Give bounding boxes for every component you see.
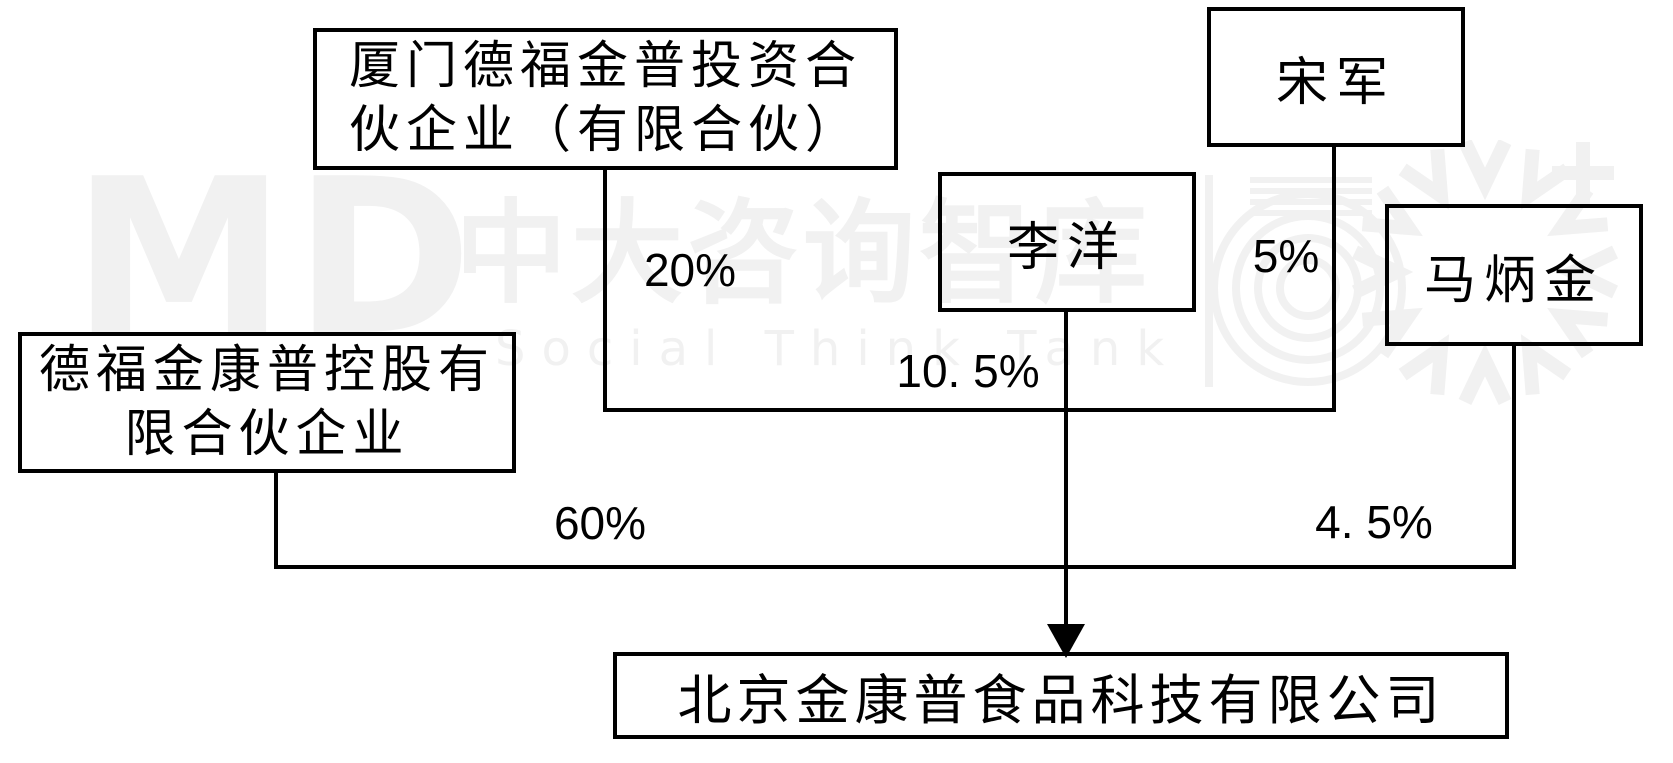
- connector-xiamen-vertical: [603, 168, 607, 412]
- ownership-label-defujin-60pct: 60%: [553, 497, 647, 549]
- node-ma-bingjin: 马炳金: [1385, 204, 1643, 346]
- node-defu-jinkangpu-holding: 德福金康普控股有 限合伙企业: [18, 332, 516, 473]
- node-label: 李洋: [1006, 219, 1127, 277]
- connector-defujin-vertical: [274, 470, 278, 569]
- node-label: 限合伙企业: [124, 406, 410, 463]
- watermark-divider: [1205, 175, 1213, 387]
- node-label: 宋军: [1275, 54, 1396, 112]
- connector-mabingjin-vertical: [1512, 344, 1516, 569]
- node-song-jun: 宋军: [1207, 7, 1465, 147]
- connector-lower-horizontal: [274, 565, 1516, 569]
- ownership-label-liyang-10-5pct: 10. 5%: [896, 345, 1040, 397]
- node-label: 马炳金: [1423, 252, 1604, 310]
- ownership-label-xiamen-20pct: 20%: [643, 244, 737, 296]
- node-beijing-jinkangpu-food-tech: 北京金康普食品科技有限公司: [613, 652, 1509, 739]
- node-label: 北京金康普食品科技有限公司: [677, 671, 1445, 731]
- watermark-plus-icon: [1552, 142, 1614, 204]
- node-li-yang: 李洋: [938, 172, 1196, 312]
- node-label: 德福金康普控股有: [38, 342, 495, 399]
- ownership-label-songjun-5pct: 5%: [1252, 230, 1320, 282]
- ownership-label-mabingjin-4-5pct: 4. 5%: [1315, 496, 1433, 548]
- node-label: 厦门德福金普投资合: [348, 39, 862, 95]
- connector-main-arrow-shaft: [1064, 310, 1068, 632]
- node-xiamen-defu-jinpu-investment: 厦门德福金普投资合 伙企业（有限合伙）: [313, 28, 898, 170]
- watermark-en-text: Social Think Tank: [495, 321, 1180, 377]
- connector-upper-horizontal: [603, 408, 1336, 412]
- node-label: 伙企业（有限合伙）: [348, 103, 862, 159]
